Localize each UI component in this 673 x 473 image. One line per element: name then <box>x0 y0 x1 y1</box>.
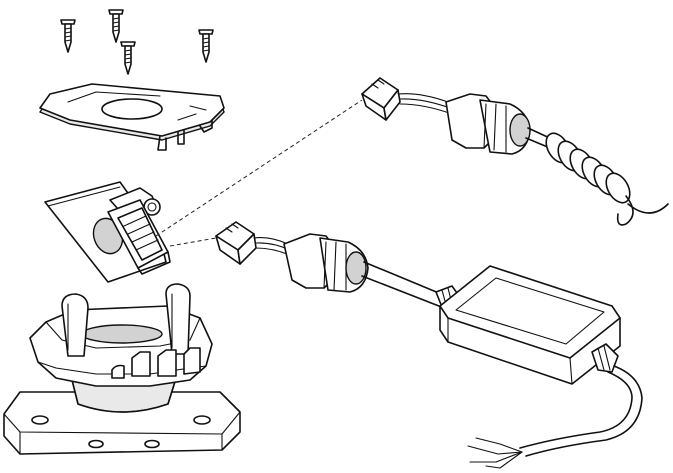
cable-coil <box>545 132 631 204</box>
screw <box>60 19 76 53</box>
screw <box>198 29 214 63</box>
screw <box>120 41 136 75</box>
camera-module-with-connector <box>44 181 171 283</box>
connection-leaders <box>155 99 363 247</box>
leader-to-power-adapter <box>169 237 217 247</box>
screw <box>108 9 124 43</box>
leader-to-coiled-cable <box>155 99 363 237</box>
suction-mount-base <box>3 283 241 455</box>
mounting-screws <box>60 9 214 75</box>
coiled-power-cable-with-connector <box>361 77 669 226</box>
mounting-plate <box>39 83 225 151</box>
hardwire-power-adapter <box>215 221 643 469</box>
